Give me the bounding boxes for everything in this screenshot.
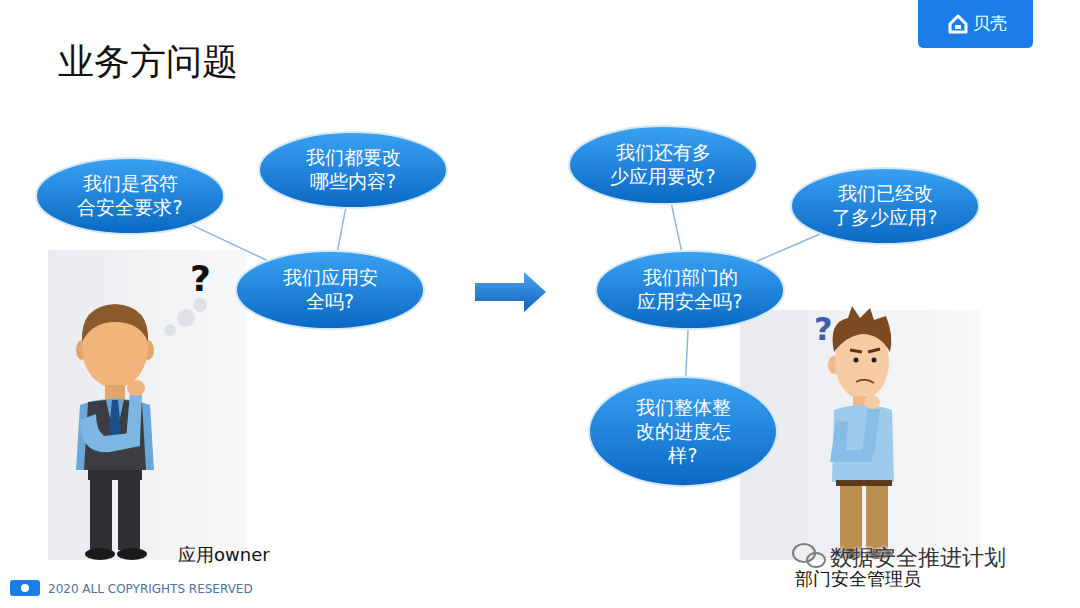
hair — [833, 306, 892, 352]
question-mark: ? — [814, 310, 833, 348]
question-bubble: 我们还有多少应用要改? — [568, 125, 758, 205]
wechat-icon — [807, 553, 825, 567]
hand — [864, 395, 880, 409]
shoe — [117, 548, 147, 560]
figure-panel — [48, 250, 246, 560]
bubble-ellipse — [589, 377, 777, 486]
shirt — [76, 399, 154, 471]
block-arrow — [475, 272, 546, 312]
question-bubble: 我们整体整改的进度怎样? — [588, 376, 778, 487]
question-bubble: 我们是否符合安全要求? — [35, 157, 225, 235]
logo-icon — [950, 16, 966, 32]
thought-puffs — [164, 324, 176, 336]
bubble-text: 我们都要改哪些内容? — [298, 146, 408, 194]
logo-icon-dot — [955, 25, 961, 29]
watermark: 数据安全推进计划 — [830, 543, 1006, 573]
copyright-footer: 2020 ALL COPYRIGHTS RESERVED — [48, 582, 253, 596]
belt — [836, 480, 892, 486]
bubble-ellipse — [236, 251, 424, 329]
bubble-ellipse — [596, 251, 784, 329]
thought-puffs — [193, 298, 207, 312]
connector-line — [192, 225, 266, 260]
hair — [82, 304, 148, 342]
eye — [872, 358, 877, 363]
role-label: 部门安全管理员 — [795, 567, 921, 591]
question-bubble: 我们应用安全吗? — [235, 250, 425, 330]
bubble-ellipse — [791, 168, 979, 244]
wechat-icon — [793, 544, 825, 567]
owner-figure — [76, 304, 154, 560]
connector-line — [686, 330, 688, 376]
neck — [105, 385, 125, 399]
bubble-text: 我们整体整改的进度怎样? — [628, 396, 738, 467]
bubble-text: 我们还有多少应用要改? — [608, 141, 718, 189]
eye — [854, 358, 859, 363]
leg — [118, 478, 140, 550]
logo — [918, 0, 1033, 48]
question-mark: ? — [190, 258, 211, 299]
raised-arm — [862, 406, 880, 455]
thought-puffs — [177, 309, 195, 327]
footer-icon — [21, 584, 29, 592]
brow — [850, 349, 880, 352]
bubble-ellipse — [259, 132, 447, 208]
connector-line — [338, 209, 346, 250]
connector-line — [756, 234, 819, 261]
bubble-text: 我们是否符合安全要求? — [75, 172, 185, 220]
leg — [866, 486, 888, 550]
role-label: 应用owner — [178, 543, 270, 567]
footer-icon — [10, 580, 40, 596]
hand — [127, 380, 145, 396]
tie — [109, 400, 121, 440]
footer-icon — [10, 580, 40, 596]
logo-text: 贝壳 — [973, 12, 1007, 35]
slide-title: 业务方问题 — [58, 38, 238, 87]
question-bubble: 我们部门的应用安全吗? — [595, 250, 785, 330]
bubble-ellipse — [569, 126, 757, 204]
bubble-text: 我们部门的应用安全吗? — [635, 266, 745, 314]
question-bubble: 我们都要改哪些内容? — [258, 131, 448, 209]
question-bubble: 我们已经改了多少应用? — [790, 167, 980, 245]
bubble-text: 我们已经改了多少应用? — [830, 182, 940, 230]
connector-line — [672, 205, 682, 250]
leg — [90, 478, 112, 550]
thought-puffs — [164, 298, 207, 336]
leg — [840, 486, 862, 550]
shoe — [85, 548, 115, 560]
bubble-ellipse — [36, 158, 224, 234]
bubble-text: 我们应用安全吗? — [275, 266, 385, 314]
raised-arm — [126, 392, 142, 440]
mouth — [856, 380, 874, 383]
logo-box — [918, 0, 1033, 48]
admin-figure — [828, 306, 894, 559]
